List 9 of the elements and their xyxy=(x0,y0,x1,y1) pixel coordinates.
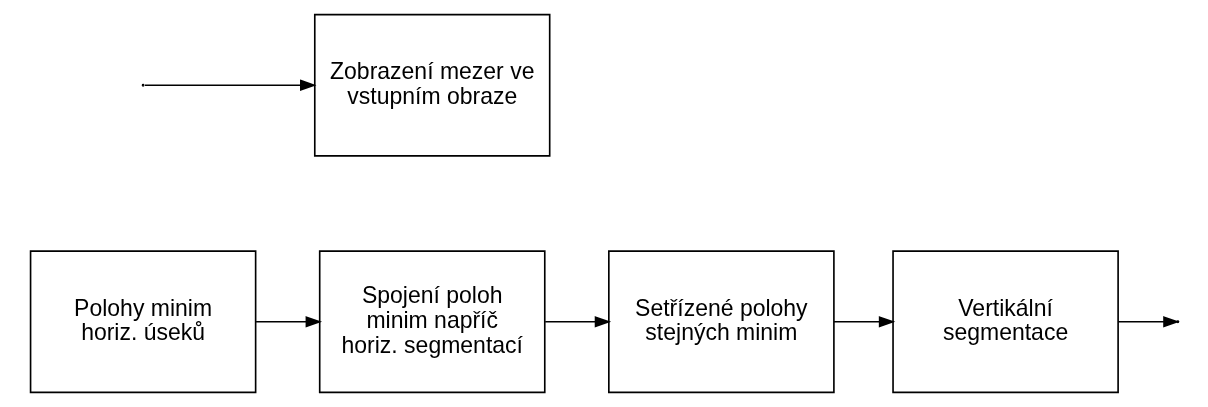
node-box: Spojení poloh minim napříč horiz. segmentací xyxy=(318,250,546,394)
node-box: Zobrazení mezer ve vstupním obraze xyxy=(313,13,551,157)
node-box: Polohy minim horiz. úseků xyxy=(29,250,256,394)
arrow xyxy=(254,316,322,328)
node-box: Setřízené polohy stejných minim xyxy=(607,250,835,394)
node-box: Vertikální segmentace xyxy=(891,250,1119,394)
arrow xyxy=(543,316,611,328)
arrow xyxy=(143,79,316,91)
arrow xyxy=(832,316,895,328)
